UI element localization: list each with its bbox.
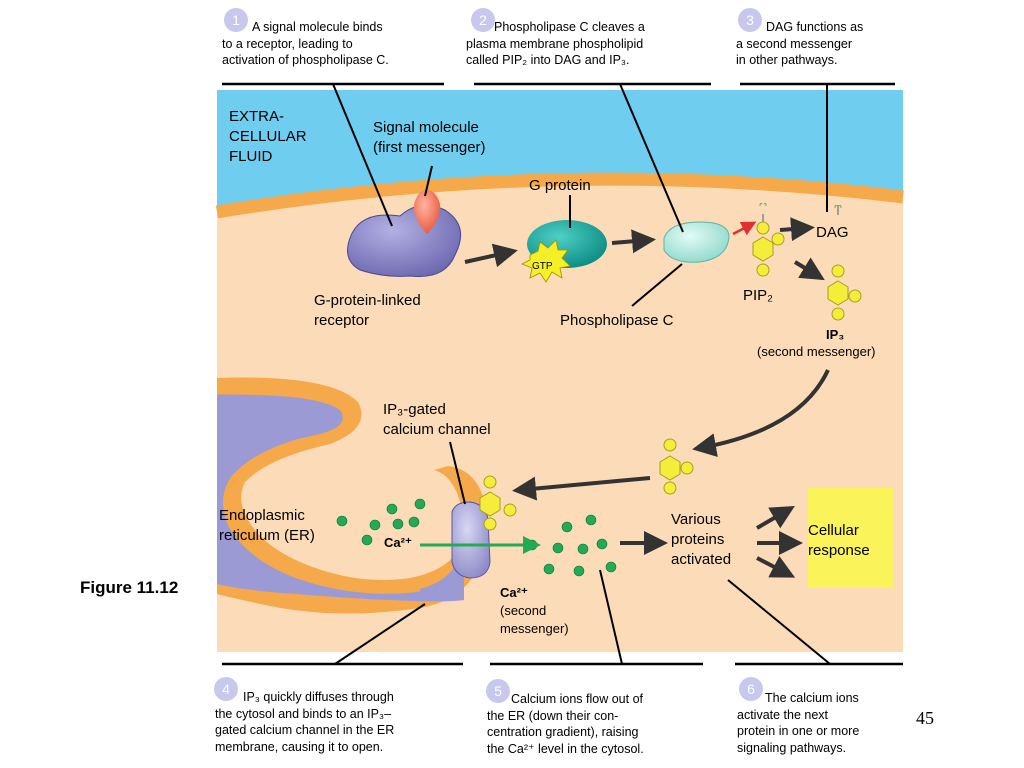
step-6-number: 6 [739,677,763,701]
step-4-text: IP₃ quickly diffuses through the cytosol… [215,690,395,754]
step-3-number: 3 [738,8,762,32]
step-6-text: The calcium ions activate the next prote… [737,691,860,755]
dag-molecule [834,204,842,215]
calcium-ions-er [336,498,426,546]
pip2-molecule [752,202,785,277]
arrow-red-plc-pip2 [732,221,757,236]
channel-label: IP₃-gated calcium channel [383,401,491,438]
ca-in-er-label: Ca²⁺ [384,535,412,550]
page-number: 45 [916,708,934,728]
cellular-response-box [808,488,893,588]
step-3-text: DAG functions as a second messenger in o… [736,20,864,67]
receptor-label: G-protein-linked receptor [314,292,421,329]
signal-molecule-label: Signal molecule (first messenger) [373,119,486,156]
plasma-membrane [215,172,904,219]
ip3-diffusing-molecule [659,438,694,495]
step-1-number: 1 [224,8,248,32]
arrow-response-1 [755,505,795,530]
cytosol-region [217,179,903,652]
gtp-starburst [521,239,571,283]
er-lumen [217,392,464,602]
step-5-number: 5 [486,679,510,703]
ip3-molecule [827,264,862,321]
step-4-number: 4 [214,677,238,701]
arrow-to-channel [512,476,651,501]
dag-label: DAG [816,224,849,241]
arrow-ip3-diffuse [692,369,830,457]
phospholipase-c [663,221,730,263]
arrow-receptor-gprotein [464,243,518,268]
arrow-response-3 [756,555,796,578]
arrow-to-dag [779,217,815,242]
step-2-number: 2 [471,8,495,32]
er-label: Endoplasmic reticulum (ER) [219,507,315,544]
cellular-response-label: Cellular response [808,522,870,559]
ca-cytosol-label: Ca²⁺ (second messenger) [500,585,569,636]
ip3-label: IP₃ [826,327,845,342]
phospholipase-c-label: Phospholipase C [560,312,674,329]
arrow-to-ip3 [793,257,825,281]
g-protein-label: G protein [529,177,591,194]
arrow-gprotein-plc [611,229,656,254]
ip3-role-label: (second messenger) [757,344,876,359]
step-5-text: Calcium ions flow out of the ER (down th… [487,692,644,756]
extracellular-label: EXTRA- CELLULAR FLUID [229,108,307,165]
signal-molecule [413,190,441,234]
step-2-text: Phospholipase C cleaves a plasma membran… [466,20,645,67]
step-1-text: A signal molecule binds to a receptor, l… [222,20,389,67]
ip3-gated-calcium-channel [451,501,491,579]
proteins-label: Various proteins activated [671,511,732,568]
pip2-label: PIP₂ [743,287,773,304]
gtp-label: GTP [532,261,553,272]
ip3-bound-molecule [479,475,517,531]
figure-label: Figure 11.12 [80,578,179,597]
